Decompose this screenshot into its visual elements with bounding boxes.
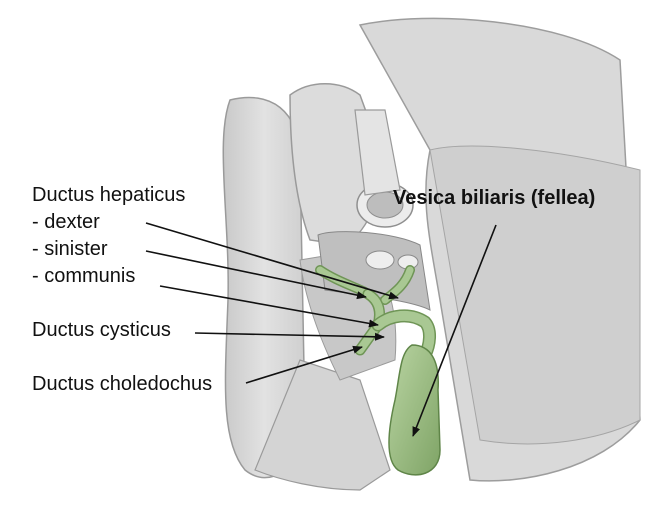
label-ductus-cysticus: Ductus cysticus xyxy=(32,320,171,340)
label-ductus-choledochus: Ductus choledochus xyxy=(32,374,212,394)
gallbladder xyxy=(389,345,440,475)
label-sinister: - sinister xyxy=(32,239,108,259)
label-vesica-biliaris: Vesica biliaris (fellea) xyxy=(393,188,595,208)
label-communis: - communis xyxy=(32,266,135,286)
label-ductus-hepaticus: Ductus hepaticus xyxy=(32,185,185,205)
label-dexter: - dexter xyxy=(32,212,100,232)
